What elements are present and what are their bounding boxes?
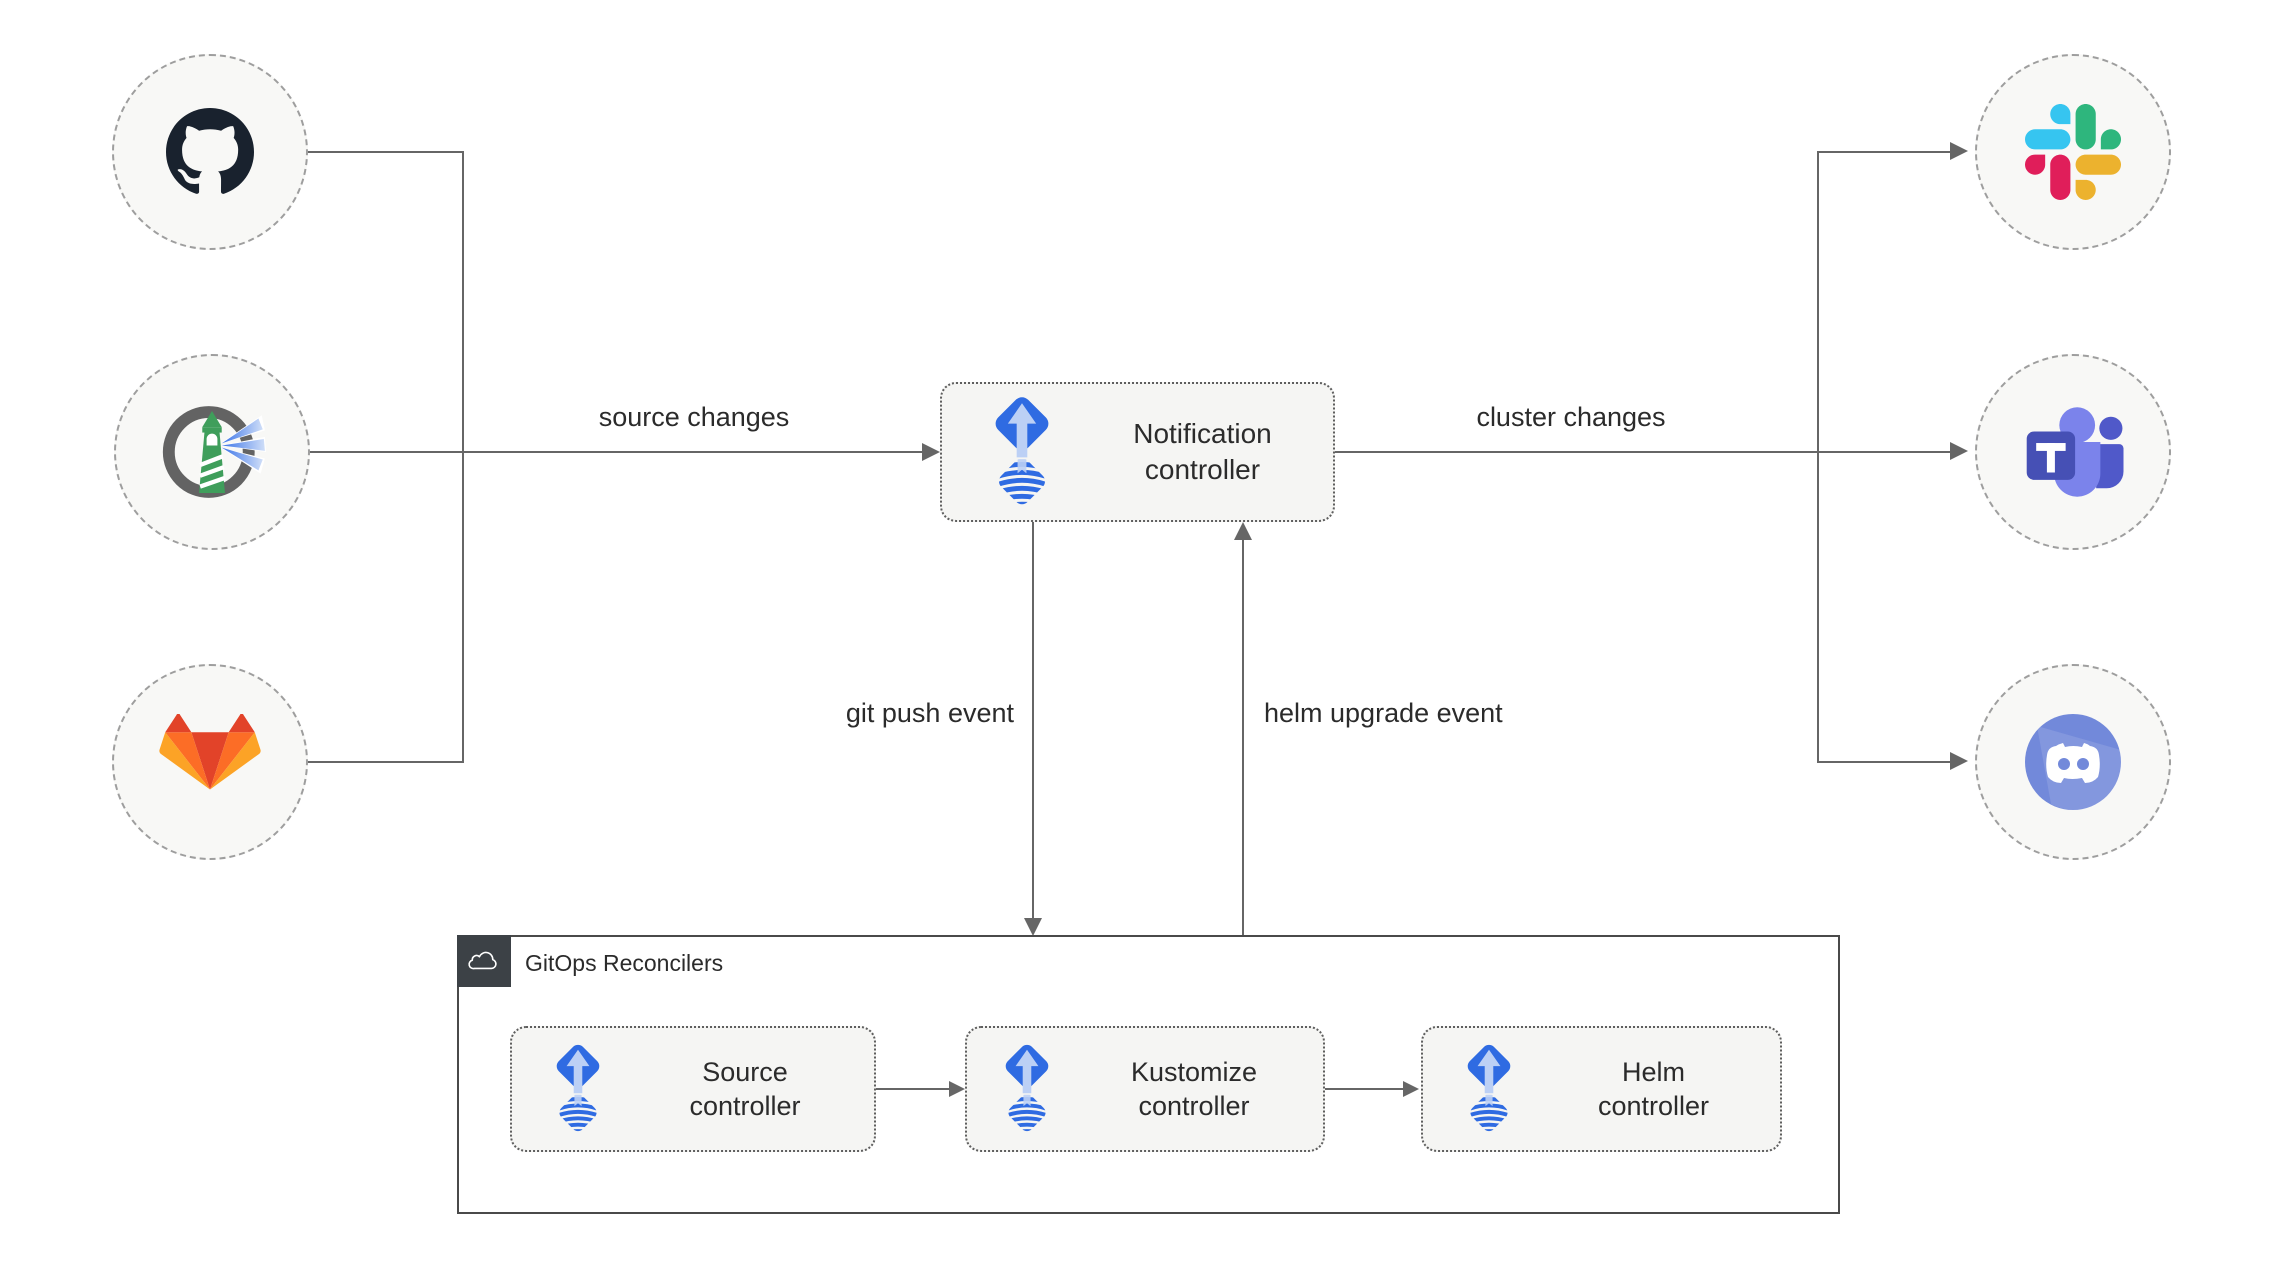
edge-git-push-line (1032, 522, 1034, 920)
kustomize-controller-label: Kustomize controller (1130, 1057, 1258, 1121)
node-notification-controller: Notification controller (940, 382, 1335, 522)
edge-discord-arrowhead (1950, 752, 1968, 770)
harbor-icon (158, 398, 266, 506)
edge-source-to-kustomize-arrowhead (949, 1081, 965, 1097)
edge-targets-vertical (1817, 151, 1819, 763)
microsoft-teams-icon (2018, 402, 2128, 503)
github-icon (166, 108, 254, 196)
gitops-tab (457, 935, 511, 987)
node-github (112, 54, 308, 250)
gitlab-icon (159, 714, 261, 811)
label-helm-upgrade-event: helm upgrade event (1264, 698, 1503, 728)
source-controller-label: Source controller (689, 1057, 801, 1121)
label-cluster-changes: cluster changes (1476, 402, 1666, 432)
node-gitlab (112, 664, 308, 860)
node-harbor (114, 354, 310, 550)
edge-kustomize-to-helm-line (1325, 1088, 1403, 1090)
edge-source-changes-arrowhead (922, 443, 940, 461)
node-slack (1975, 54, 2171, 250)
helm-controller-label: Helm controller (1597, 1057, 1710, 1121)
edge-source-changes-line (308, 451, 924, 453)
cloud-icon (467, 948, 501, 974)
gitops-reconcilers-title: GitOps Reconcilers (525, 950, 724, 976)
node-kustomize-controller: Kustomize controller (965, 1026, 1325, 1152)
discord-icon (2023, 712, 2123, 812)
flux-icon (989, 1039, 1065, 1139)
edge-discord-branch (1817, 761, 1950, 763)
edge-teams-arrowhead (1950, 442, 1968, 460)
edge-cluster-changes-line (1335, 451, 1818, 453)
edge-git-push-arrowhead (1024, 918, 1042, 936)
edge-slack-branch (1817, 151, 1950, 153)
flux-icon (1451, 1039, 1527, 1139)
edge-source-to-kustomize-line (876, 1088, 949, 1090)
edge-kustomize-to-helm-arrowhead (1403, 1081, 1419, 1097)
edge-slack-arrowhead (1950, 142, 1968, 160)
flux-icon (972, 390, 1072, 514)
node-helm-controller: Helm controller (1421, 1026, 1782, 1152)
edge-helm-upgrade-line (1242, 540, 1244, 935)
label-source-changes: source changes (598, 402, 790, 432)
node-teams (1975, 354, 2171, 550)
edge-gitlab-stub (306, 761, 463, 763)
edge-teams-branch (1817, 451, 1950, 453)
label-git-push-event: git push event (845, 698, 1014, 728)
flux-icon (540, 1039, 616, 1139)
edge-sources-vertical (462, 151, 464, 763)
notification-controller-label: Notification controller (1133, 418, 1272, 485)
edge-helm-upgrade-arrowhead (1234, 522, 1252, 540)
edge-github-stub (306, 151, 463, 153)
node-source-controller: Source controller (510, 1026, 876, 1152)
slack-icon (2025, 104, 2121, 200)
node-discord (1975, 664, 2171, 860)
